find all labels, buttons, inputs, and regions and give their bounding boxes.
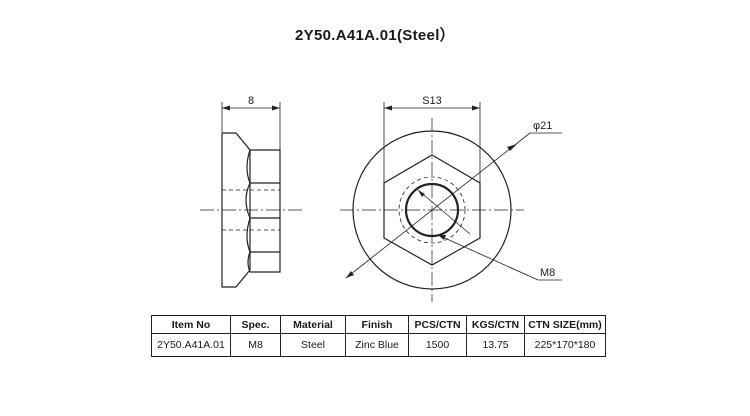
table-row: 2Y50.A41A.01 M8 Steel Zinc Blue 1500 13.… xyxy=(151,333,606,357)
cell-kgs-ctn: 13.75 xyxy=(466,333,525,357)
header-kgs-ctn: KGS/CTN xyxy=(466,315,525,334)
dim-thickness-label: 8 xyxy=(248,95,254,107)
cell-spec: M8 xyxy=(230,333,281,357)
spec-table: Item No Spec. Material Finish PCS/CTN KG… xyxy=(151,315,606,357)
header-item-no: Item No xyxy=(151,315,231,334)
dim-thread-label: M8 xyxy=(540,267,555,279)
header-ctn-size: CTN SIZE(mm) xyxy=(524,315,606,334)
drawing-title: 2Y50.A41A.01(Steel） xyxy=(295,27,455,44)
cell-finish: Zinc Blue xyxy=(345,333,409,357)
spec-table-header-row: Item No Spec. Material Finish PCS/CTN KG… xyxy=(151,315,606,334)
dim-diameter-label: φ21 xyxy=(533,120,552,132)
cell-pcs-ctn: 1500 xyxy=(408,333,467,357)
header-spec: Spec. xyxy=(230,315,281,334)
cell-item-no: 2Y50.A41A.01 xyxy=(151,333,231,357)
cell-material: Steel xyxy=(280,333,346,357)
header-finish: Finish xyxy=(345,315,409,334)
header-material: Material xyxy=(280,315,346,334)
side-view xyxy=(221,132,281,288)
dim-across-flats-label: S13 xyxy=(422,95,442,107)
cell-ctn-size: 225*170*180 xyxy=(524,333,606,357)
header-pcs-ctn: PCS/CTN xyxy=(408,315,467,334)
